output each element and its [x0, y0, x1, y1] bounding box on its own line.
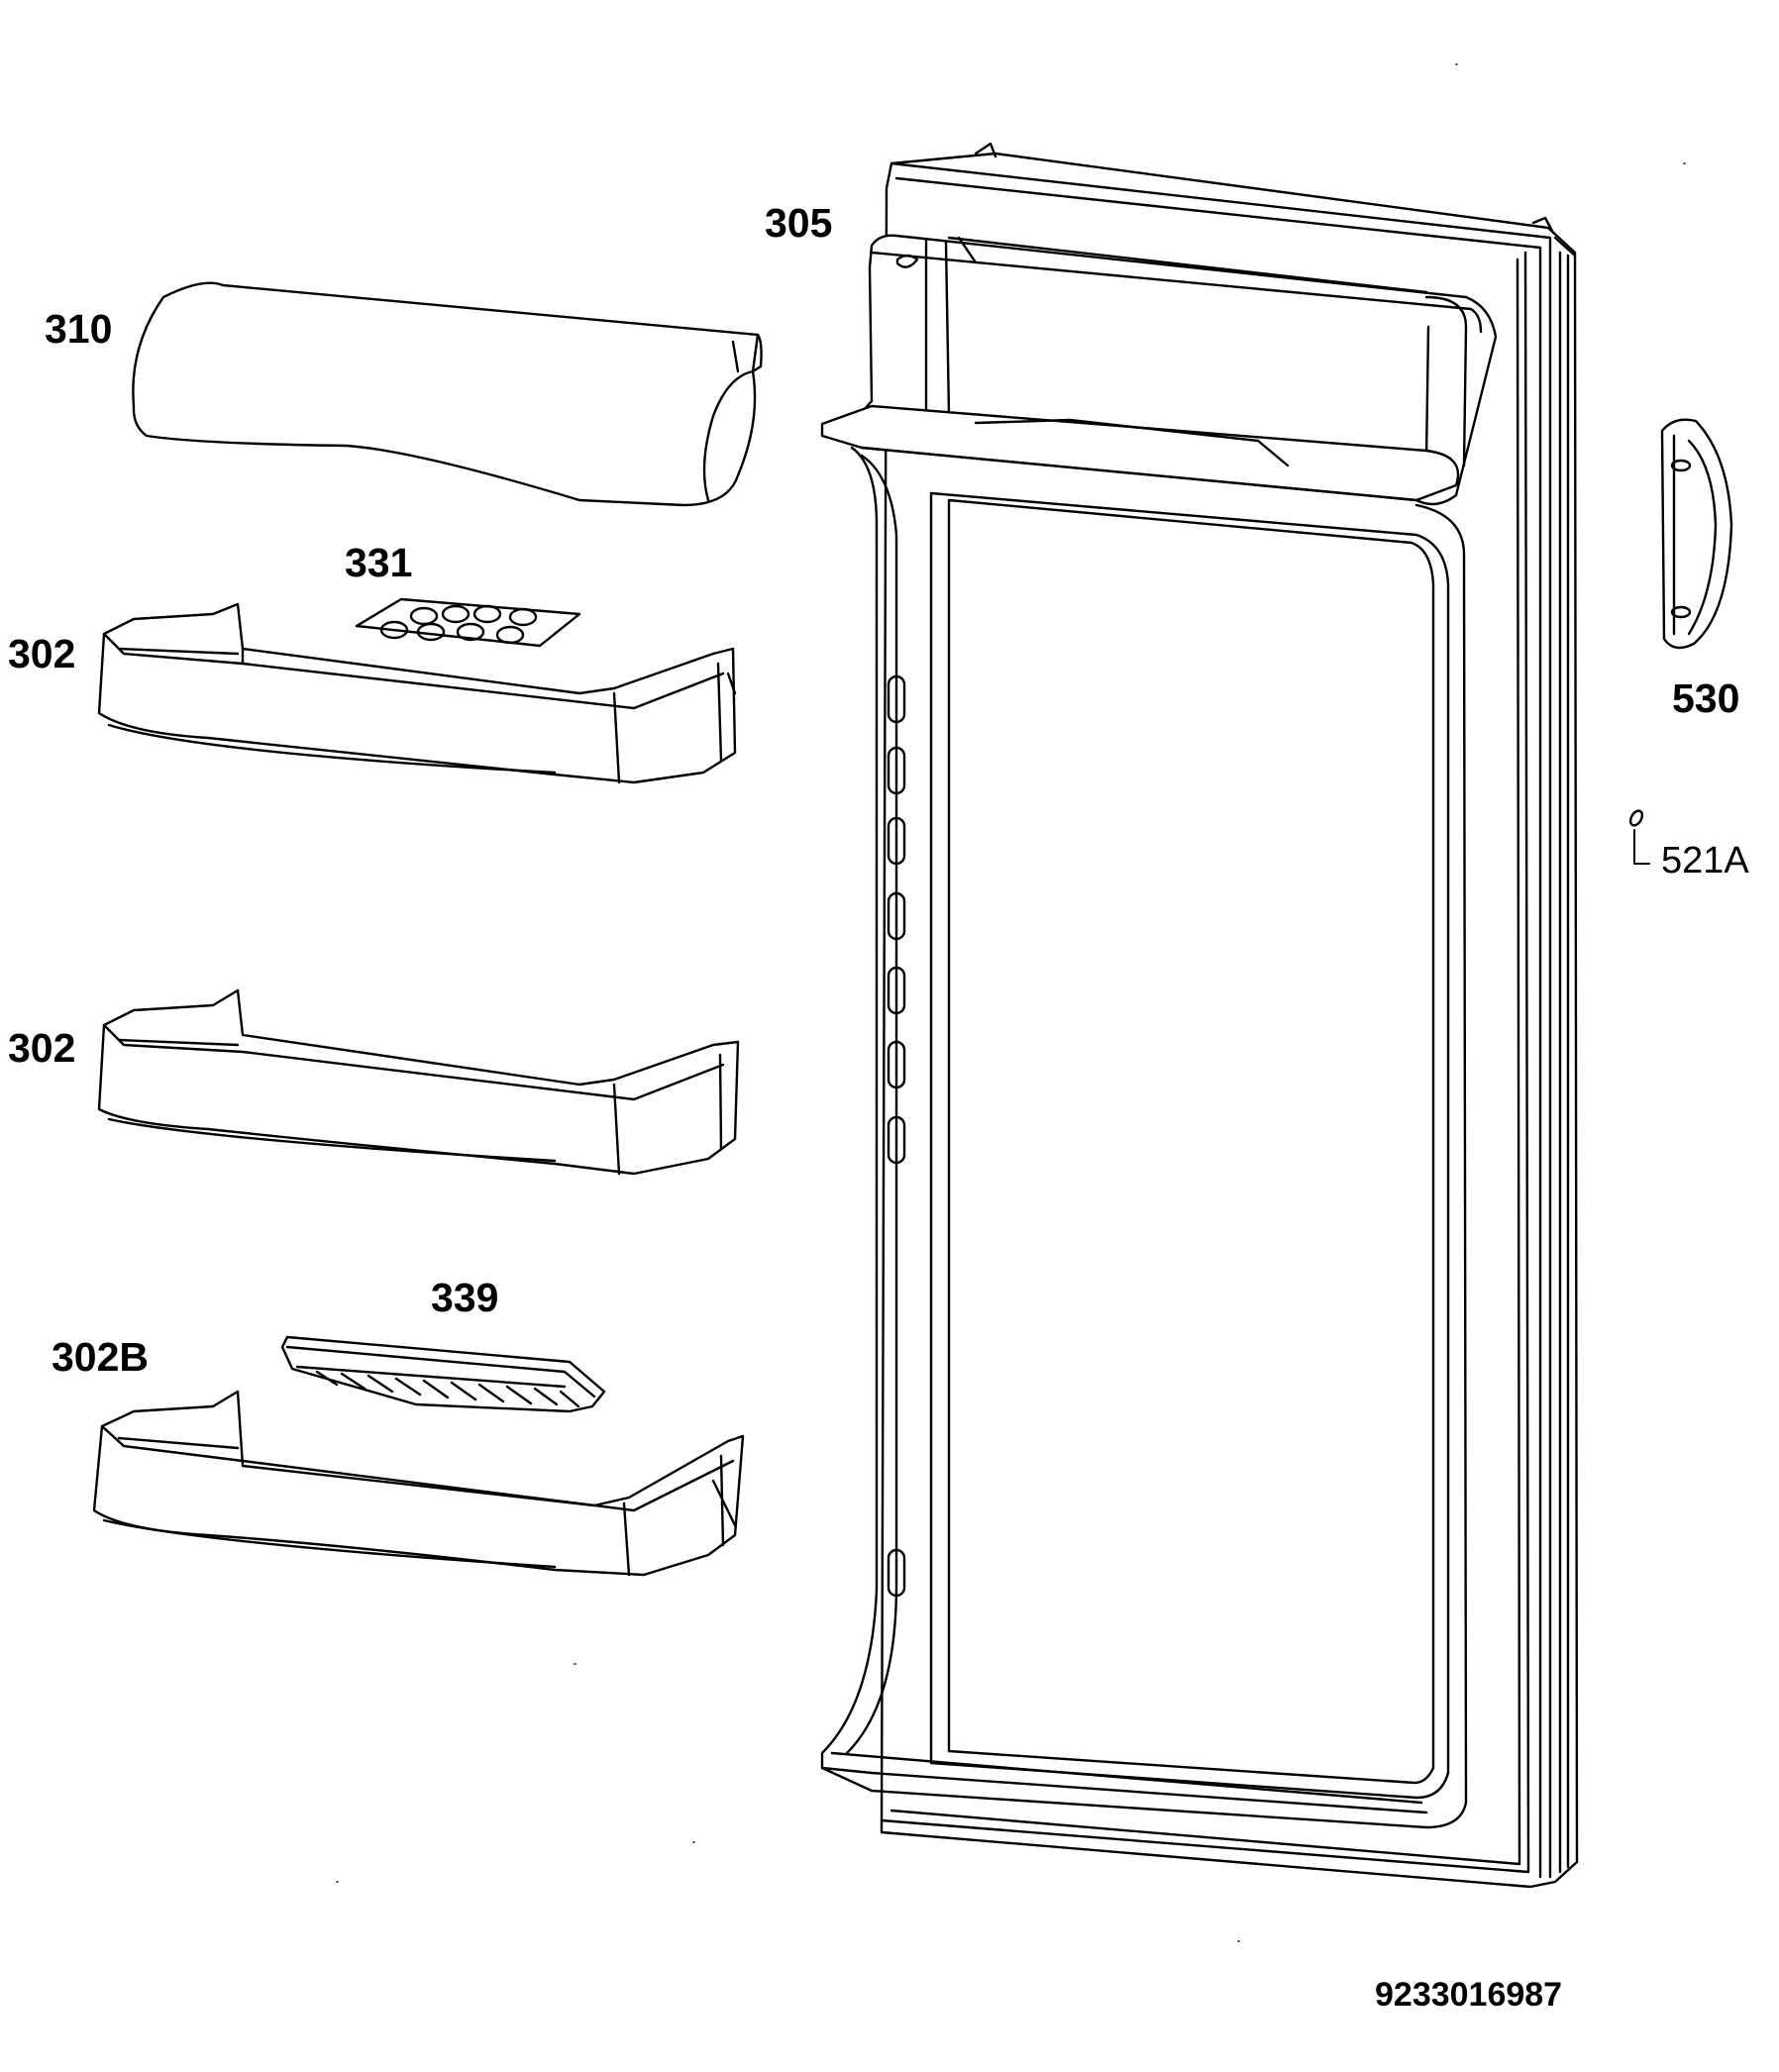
divider-grip-ribs [317, 1372, 578, 1406]
label-530: 530 [1672, 675, 1740, 721]
door-shelf-302-lower [99, 990, 738, 1174]
egg-tray-331 [357, 599, 579, 646]
door-outer-frame [882, 154, 1577, 1887]
label-305: 305 [765, 200, 833, 246]
label-339: 339 [431, 1275, 499, 1320]
scan-specks [337, 64, 1685, 1941]
label-331: 331 [345, 540, 413, 585]
dairy-lid-310 [133, 283, 761, 505]
door-shelf-302-upper [99, 604, 735, 782]
door-handle-530 [1662, 420, 1731, 648]
label-302-lower: 302 [8, 1025, 76, 1071]
door-panel [822, 144, 1577, 1887]
door-shelf-302B [94, 1392, 743, 1575]
leader-line-521A [1634, 830, 1649, 864]
shelf-slots [889, 676, 904, 1596]
drawing-number: 9233016987 [1375, 1976, 1563, 2014]
label-310: 310 [45, 306, 113, 352]
bottle-divider-339 [282, 1337, 604, 1411]
label-302B: 302B [52, 1334, 150, 1380]
label-521A: 521A [1661, 840, 1749, 881]
door-inner-panel [822, 448, 1466, 1827]
label-302-upper: 302 [8, 631, 76, 676]
screw-cap-521A [1628, 809, 1649, 864]
